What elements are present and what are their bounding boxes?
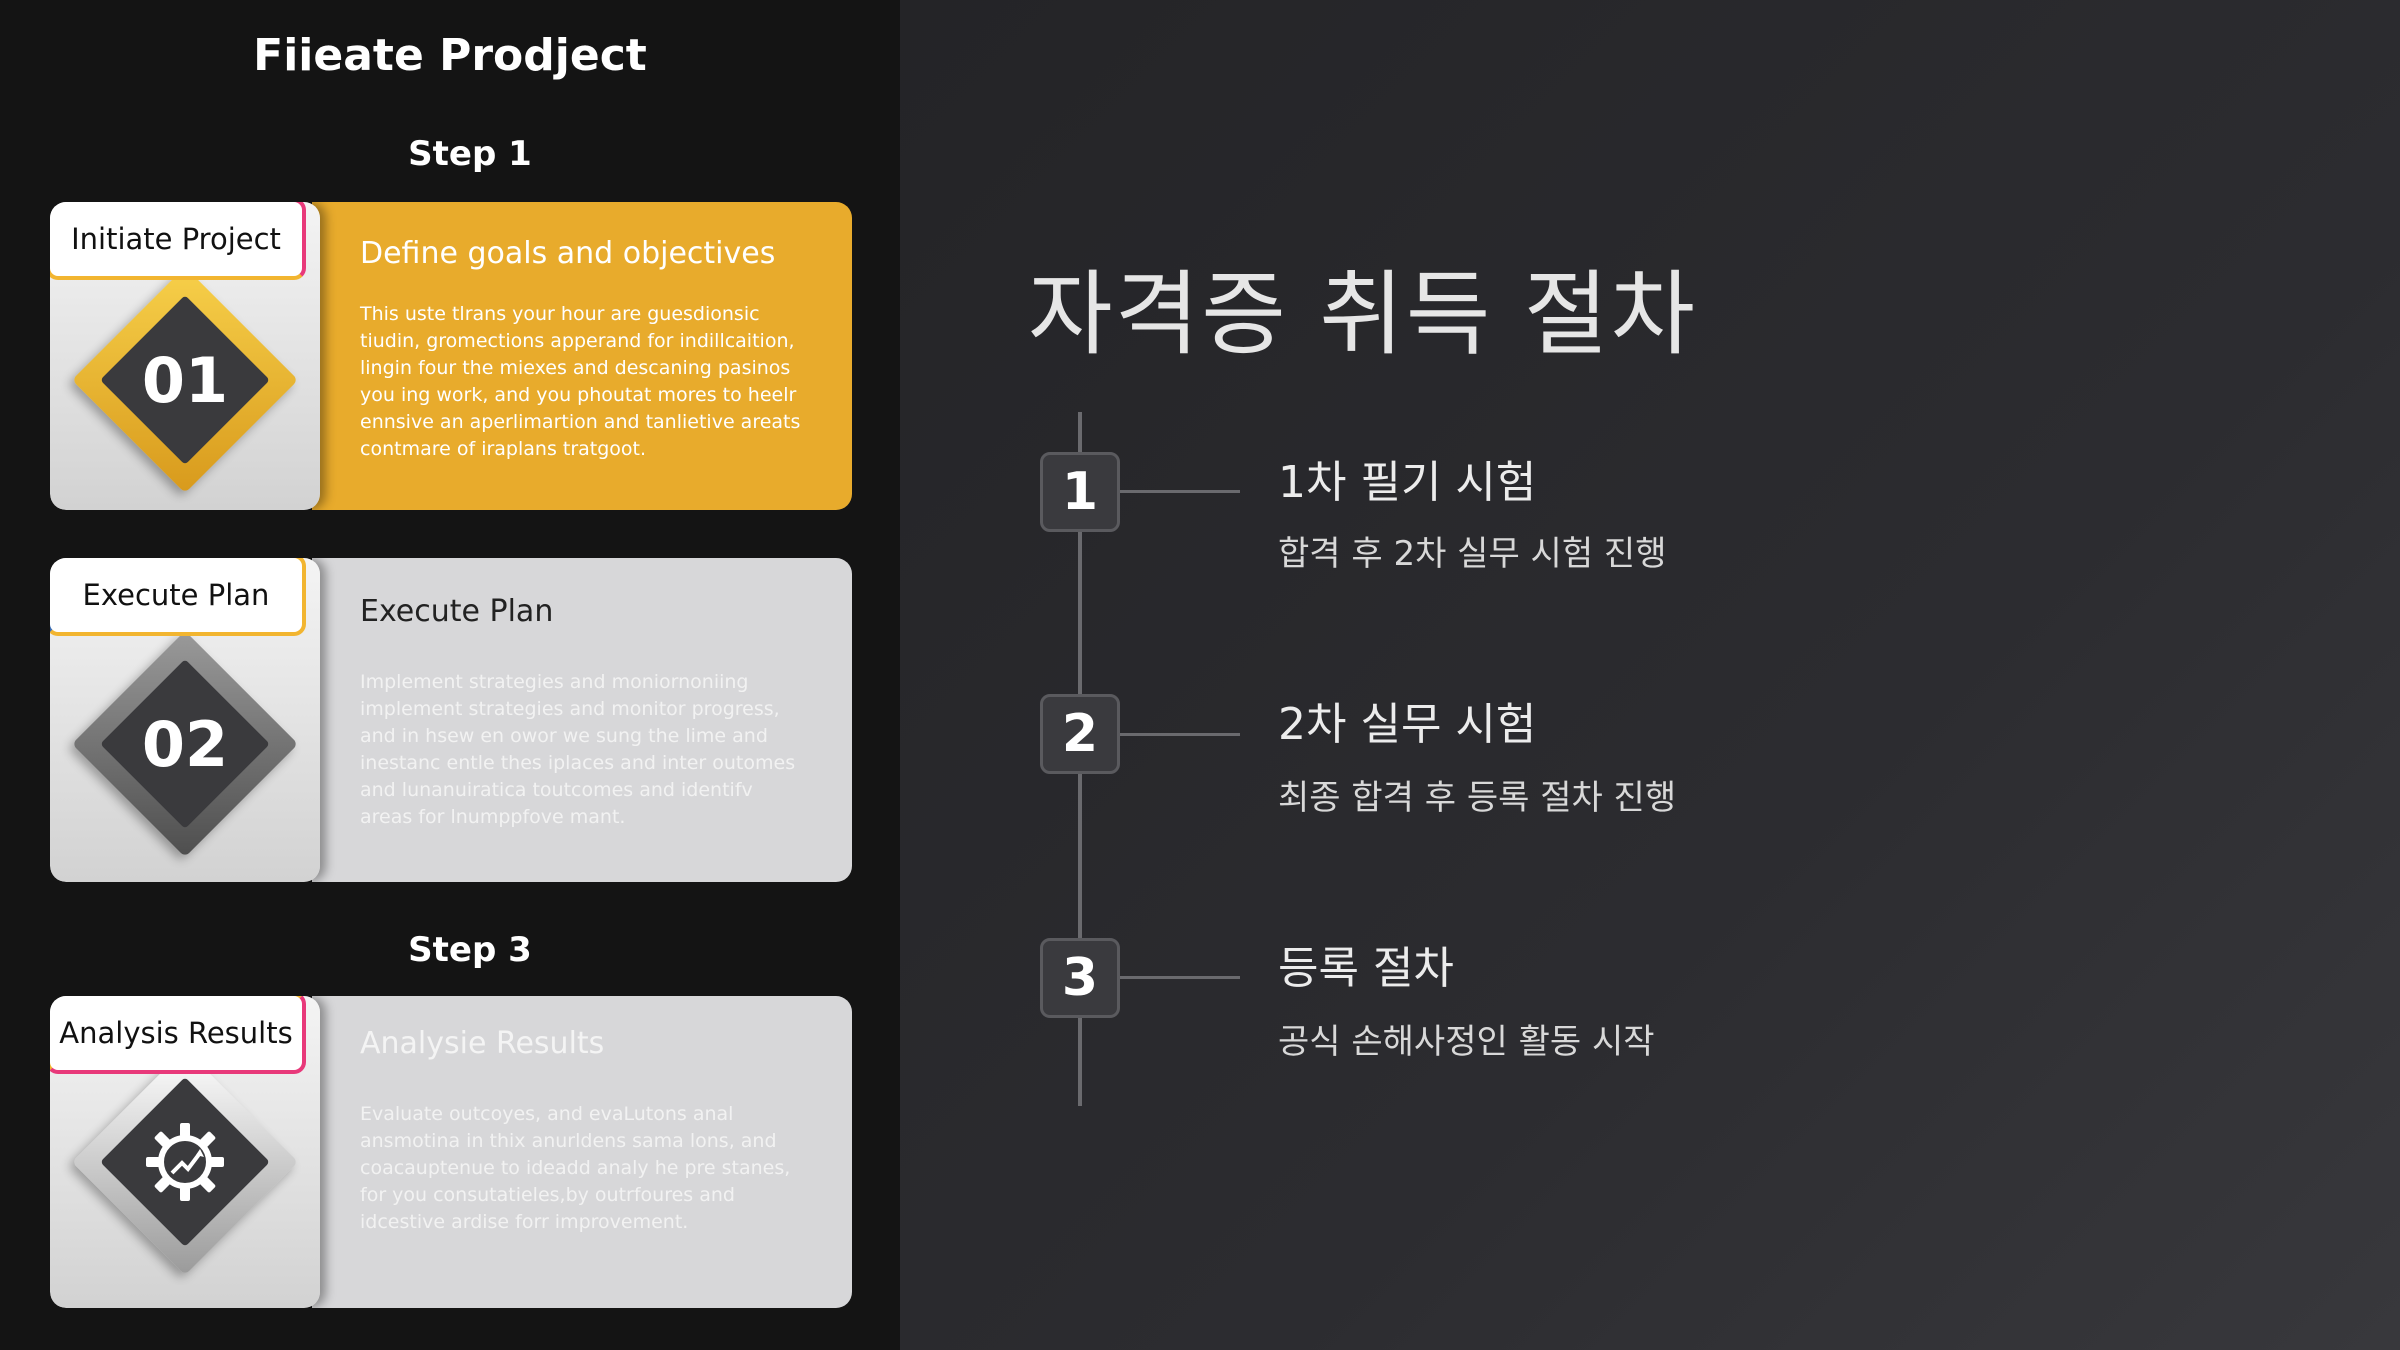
step-card-2: Execute Plan Implement strategies and mo…	[50, 558, 852, 882]
step-2-number: 02	[141, 707, 229, 781]
timeline-step-1-desc: 합격 후 2차 실무 시험 진행	[1278, 534, 1667, 574]
timeline-step-1-number: 1	[1040, 452, 1120, 532]
timeline-connector	[1120, 733, 1240, 736]
step-3-heading: Step 3	[408, 930, 532, 970]
step-card-3-panel: Analysie Results Evaluate outcoyes, and …	[312, 996, 852, 1308]
step-3-diamond	[71, 1048, 299, 1276]
step-card-1-text: This uste tlrans your hour are guesdions…	[360, 303, 801, 460]
step-card-2-title: Execute Plan	[360, 594, 554, 629]
step-1-tag: Initiate Project	[50, 202, 306, 280]
step-card-1: Define goals and objectives This uste tl…	[50, 202, 852, 510]
timeline-connector	[1120, 490, 1240, 493]
step-3-tag: Analysis Results	[50, 996, 306, 1074]
step-1-heading: Step 1	[408, 134, 532, 174]
step-2-tag: Execute Plan	[50, 558, 306, 636]
timeline-step-2-title: 2차 실무 시험	[1278, 699, 1537, 750]
left-panel-title: Fiieate Prodject	[253, 30, 647, 81]
timeline-step-3-title: 등록 절차	[1278, 943, 1454, 994]
page-title: 자격증 취득 절차	[1028, 261, 1697, 368]
step-card-3-text: Evaluate outcoyes, and evaLutons anal an…	[360, 1103, 791, 1233]
timeline-step-2-desc: 최종 합격 후 등록 절차 진행	[1278, 778, 1677, 818]
timeline-step-2-number: 2	[1040, 694, 1120, 774]
step-card-3: Analysie Results Evaluate outcoyes, and …	[50, 996, 852, 1308]
right-panel: 자격증 취득 절차 1 1차 필기 시험 합격 후 2차 실무 시험 진행 2 …	[900, 0, 2400, 1350]
step-card-1-title: Define goals and objectives	[360, 236, 776, 271]
step-card-1-panel: Define goals and objectives This uste tl…	[312, 202, 852, 510]
step-1-number: 01	[141, 343, 229, 417]
left-panel: Fiieate Prodject Step 1 Define goals and…	[0, 0, 900, 1350]
step-card-2-panel: Execute Plan Implement strategies and mo…	[312, 558, 852, 882]
step-card-3-title: Analysie Results	[360, 1026, 605, 1061]
step-1-diamond: 01	[71, 266, 299, 494]
step-card-2-text: Implement strategies and moniornoniing i…	[360, 671, 796, 828]
timeline-connector	[1120, 976, 1240, 979]
timeline-step-3-number: 3	[1040, 938, 1120, 1018]
timeline-step-1-title: 1차 필기 시험	[1278, 457, 1537, 508]
step-2-diamond: 02	[71, 630, 299, 858]
gear-chart-icon	[75, 1052, 295, 1272]
timeline-step-3-desc: 공식 손해사정인 활동 시작	[1278, 1022, 1655, 1062]
